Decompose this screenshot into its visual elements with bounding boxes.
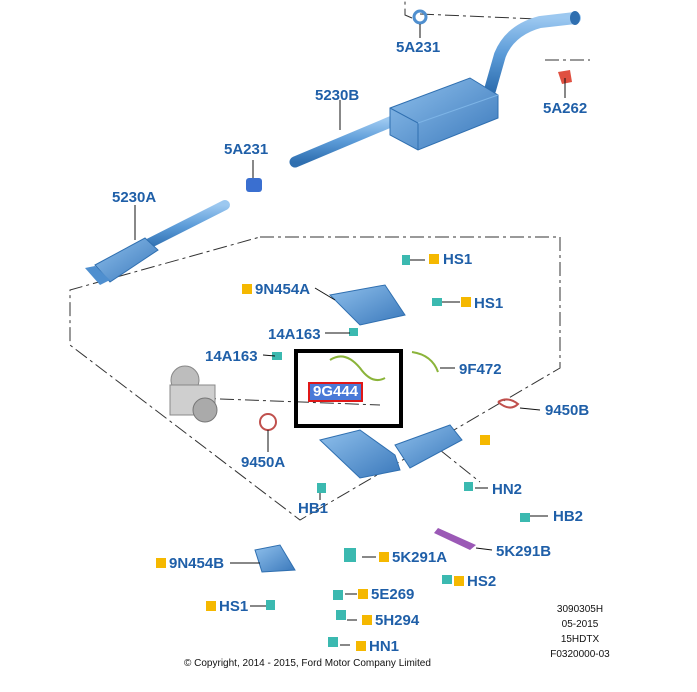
callout-square [454, 576, 464, 586]
label-5k291b: 5K291B [496, 543, 552, 560]
label-5h294: 5H294 [375, 612, 420, 629]
label-9f472: 9F472 [459, 361, 502, 378]
drawing-number: 3090305H [556, 604, 604, 615]
sensor-9f472 [411, 351, 439, 373]
label-9450b: 9450B [545, 402, 590, 419]
label-hs2: HS2 [467, 573, 497, 590]
label-5230b: 5230B [315, 87, 360, 104]
callout-square [242, 284, 252, 294]
label-5a231-top: 5A231 [396, 39, 441, 56]
callout-square [379, 552, 389, 562]
rear-muffler-5230b [289, 11, 581, 168]
label-hs1-bottom: HS1 [219, 598, 249, 615]
clamp-5a231-top [412, 9, 428, 25]
callout-square [480, 435, 490, 445]
bracket-9n454b [254, 544, 296, 573]
oxygen-sensor-9g444 [329, 355, 386, 381]
copyright-notice: © Copyright, 2014 - 2015, Ford Motor Com… [184, 658, 431, 669]
drawing-info: 3090305H 05-2015 15HDTX F0320000-03 [540, 602, 620, 662]
callout-square [356, 641, 366, 651]
drawing-date: 05-2015 [561, 619, 599, 630]
callout-square [156, 558, 166, 568]
callout-square [429, 254, 439, 264]
gasket-9450a [259, 413, 277, 431]
fasteners [266, 255, 530, 647]
drawing-model: 15HDTX [560, 634, 600, 645]
highlight-box [294, 349, 403, 428]
front-pipe-5230a [85, 200, 230, 285]
converter-bracket-9n454a [328, 284, 406, 326]
callout-square [206, 601, 216, 611]
gasket-9450b [497, 398, 520, 409]
phantom-lines [69, 0, 590, 521]
gasket-5k291b [434, 528, 476, 550]
label-hb2: HB2 [553, 508, 584, 525]
hanger-5a262 [558, 70, 572, 84]
label-hs1-top: HS1 [443, 251, 473, 268]
callout-square [362, 615, 372, 625]
label-hs1-right: HS1 [474, 295, 504, 312]
clamp-5a231-mid [246, 178, 262, 192]
label-14a163-a: 14A163 [268, 326, 321, 343]
label-9n454a: 9N454A [255, 281, 311, 298]
label-5230a: 5230A [112, 189, 157, 206]
turbocharger [169, 365, 218, 423]
callout-square [358, 589, 368, 599]
label-5a231-mid: 5A231 [224, 141, 269, 158]
label-hb1: HB1 [298, 500, 329, 517]
highlighted-part-label[interactable]: 9G444 [308, 382, 364, 402]
drawing-ref: F0320000-03 [550, 649, 610, 660]
label-hn2: HN2 [492, 481, 523, 498]
callout-square [461, 297, 471, 307]
label-hn1: HN1 [369, 638, 400, 655]
label-9450a: 9450A [241, 454, 286, 471]
catalytic-converter [318, 424, 463, 479]
label-14a163-b: 14A163 [205, 348, 258, 365]
label-5a262: 5A262 [543, 100, 588, 117]
label-5e269: 5E269 [371, 586, 415, 603]
label-5k291a: 5K291A [392, 549, 448, 566]
label-9n454b: 9N454B [169, 555, 225, 572]
